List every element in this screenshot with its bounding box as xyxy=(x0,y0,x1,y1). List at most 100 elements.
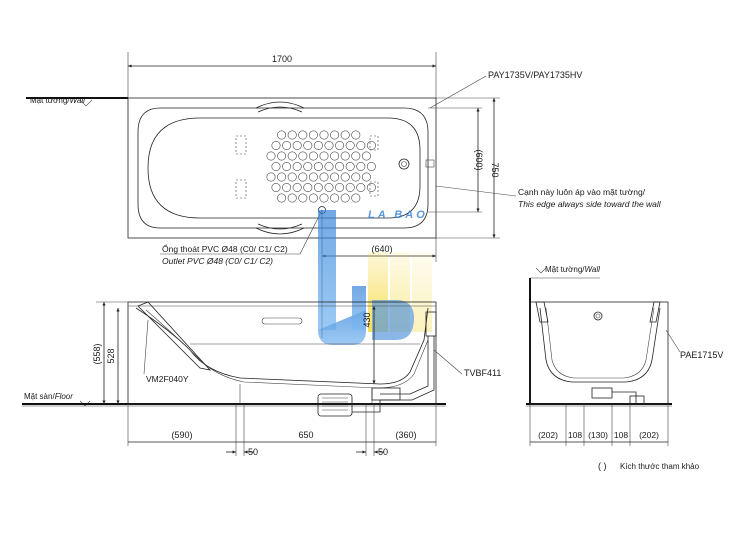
anti-slip-dot xyxy=(330,151,340,161)
side-dim-label: 108 xyxy=(568,430,582,440)
dim-left: (590) xyxy=(171,430,192,440)
anti-slip-dot xyxy=(356,183,366,193)
anti-slip-dot xyxy=(282,162,292,172)
outlet-offset-dim: (640) xyxy=(371,244,392,254)
side-dim-label: (130) xyxy=(588,430,608,440)
anti-slip-dot xyxy=(277,151,287,161)
anti-slip-dot xyxy=(351,193,361,203)
anti-slip-dot xyxy=(303,141,313,151)
apron-model-label: PAE1715V xyxy=(680,350,723,360)
dim-mid: 650 xyxy=(298,430,313,440)
anti-slip-dot xyxy=(277,172,287,182)
anti-slip-dot xyxy=(351,130,361,140)
edge-note-en: This edge always side toward the wall xyxy=(518,199,662,209)
anti-slip-dot xyxy=(271,141,281,151)
anti-slip-dot xyxy=(303,162,313,172)
side-dim-label: (202) xyxy=(639,430,659,440)
tub-plan-inner-rim xyxy=(137,107,429,229)
anti-slip-dot xyxy=(345,162,355,172)
anti-slip-dot xyxy=(308,193,318,203)
anti-slip-dot xyxy=(277,130,287,140)
anti-slip-dot xyxy=(308,151,318,161)
floor-label: Mặt sàn/Floor xyxy=(24,392,73,401)
anti-slip-dot xyxy=(366,183,376,193)
anti-slip-dot xyxy=(356,162,366,172)
tub-side-basin xyxy=(539,307,661,383)
anti-slip-dot xyxy=(330,193,340,203)
plan-wall-label: Mặt tường/Wall xyxy=(30,96,85,105)
anti-slip-dot xyxy=(298,193,308,203)
anti-slip-dot xyxy=(366,162,376,172)
legend-bracket: ( ) xyxy=(598,461,607,471)
anti-slip-dot xyxy=(319,193,329,203)
anti-slip-dot xyxy=(340,130,350,140)
anti-slip-dot xyxy=(292,162,302,172)
anti-slip-dot xyxy=(324,141,334,151)
basin-depth-dim: 430 xyxy=(362,312,372,327)
anti-slip-dot xyxy=(282,183,292,193)
anti-slip-dot xyxy=(292,183,302,193)
anti-slip-dot xyxy=(271,183,281,193)
plan-depth-inner-dim: (600) xyxy=(474,149,484,170)
side-elevation: Mặt tường/Wall PAE1715V (202)108(130)108… xyxy=(526,265,723,446)
drain-model-label: TVBF411 xyxy=(464,368,501,378)
anti-slip-dot xyxy=(351,172,361,182)
front-elevation: Mặt sàn/Floor (558) xyxy=(22,301,501,457)
handle-top xyxy=(255,101,305,109)
edge-note-vi: Cạnh này luôn áp vào mặt tường/ xyxy=(518,187,646,197)
anti-slip-dot xyxy=(345,141,355,151)
anti-slip-dot xyxy=(330,130,340,140)
anti-slip-dot xyxy=(313,162,323,172)
anti-slip-dot xyxy=(287,130,297,140)
anti-slip-dot xyxy=(324,162,334,172)
anti-slip-dot xyxy=(313,183,323,193)
leg-model-label: VM2F040Y xyxy=(146,374,189,384)
anti-slip-dot xyxy=(335,141,345,151)
anti-slip-dot xyxy=(271,162,281,172)
anti-slip-dot xyxy=(361,151,371,161)
dim-leg-b: 50 xyxy=(378,447,388,457)
drain-piping xyxy=(317,311,437,417)
anti-slip-dot xyxy=(287,172,297,182)
anti-slip-dot xyxy=(313,141,323,151)
dim-leg-a: 50 xyxy=(248,447,258,457)
anti-slip-dot xyxy=(298,151,308,161)
dim-right: (360) xyxy=(395,430,416,440)
anti-slip-dots xyxy=(266,130,376,203)
anti-slip-dot xyxy=(287,193,297,203)
plan-view: 1700 PAY1735V/PAY1735HV Mặt tường/Wall xyxy=(26,52,662,338)
anti-slip-dot xyxy=(335,183,345,193)
anti-slip-dot xyxy=(298,130,308,140)
plan-width-dim: 1700 xyxy=(272,54,292,64)
anti-slip-dot xyxy=(330,172,340,182)
anti-slip-dot xyxy=(266,151,276,161)
side-dim-label: (202) xyxy=(538,430,558,440)
tub-elevation-basin xyxy=(135,307,429,385)
anti-slip-dot xyxy=(356,141,366,151)
anti-slip-dot xyxy=(340,151,350,161)
anti-slip-dot xyxy=(324,183,334,193)
tub-side-outline xyxy=(529,301,669,405)
anti-slip-dot xyxy=(319,130,329,140)
anti-slip-dot xyxy=(366,141,376,151)
anti-slip-dot xyxy=(308,130,318,140)
anti-slip-dot xyxy=(361,172,371,182)
legend-text: Kích thước tham khảo xyxy=(620,462,700,471)
overflow-drain xyxy=(398,158,410,170)
total-height-dim: (558) xyxy=(92,343,102,364)
side-overflow xyxy=(593,311,603,321)
anti-slip-dot xyxy=(292,141,302,151)
legend: ( ) Kích thước tham khảo xyxy=(598,461,700,471)
anti-slip-dot xyxy=(303,183,313,193)
anti-slip-dot xyxy=(340,172,350,182)
anti-slip-dot xyxy=(340,193,350,203)
side-wall-label: Mặt tường/Wall xyxy=(545,265,600,274)
anti-slip-dot xyxy=(298,172,308,182)
outlet-note-en: Outlet PVC Ø48 (C0/ C1/ C2) xyxy=(162,256,273,266)
watermark-text: LA BAO xyxy=(368,209,428,221)
anti-slip-dot xyxy=(319,151,329,161)
tub-elevation-apron xyxy=(127,301,437,405)
tub-plan-outline xyxy=(127,97,437,239)
outlet-note-vi: Ống thoát PVC Ø48 (C0/ C1/ C2) xyxy=(162,243,288,254)
la-bao-watermark: LA BAO xyxy=(318,209,432,345)
